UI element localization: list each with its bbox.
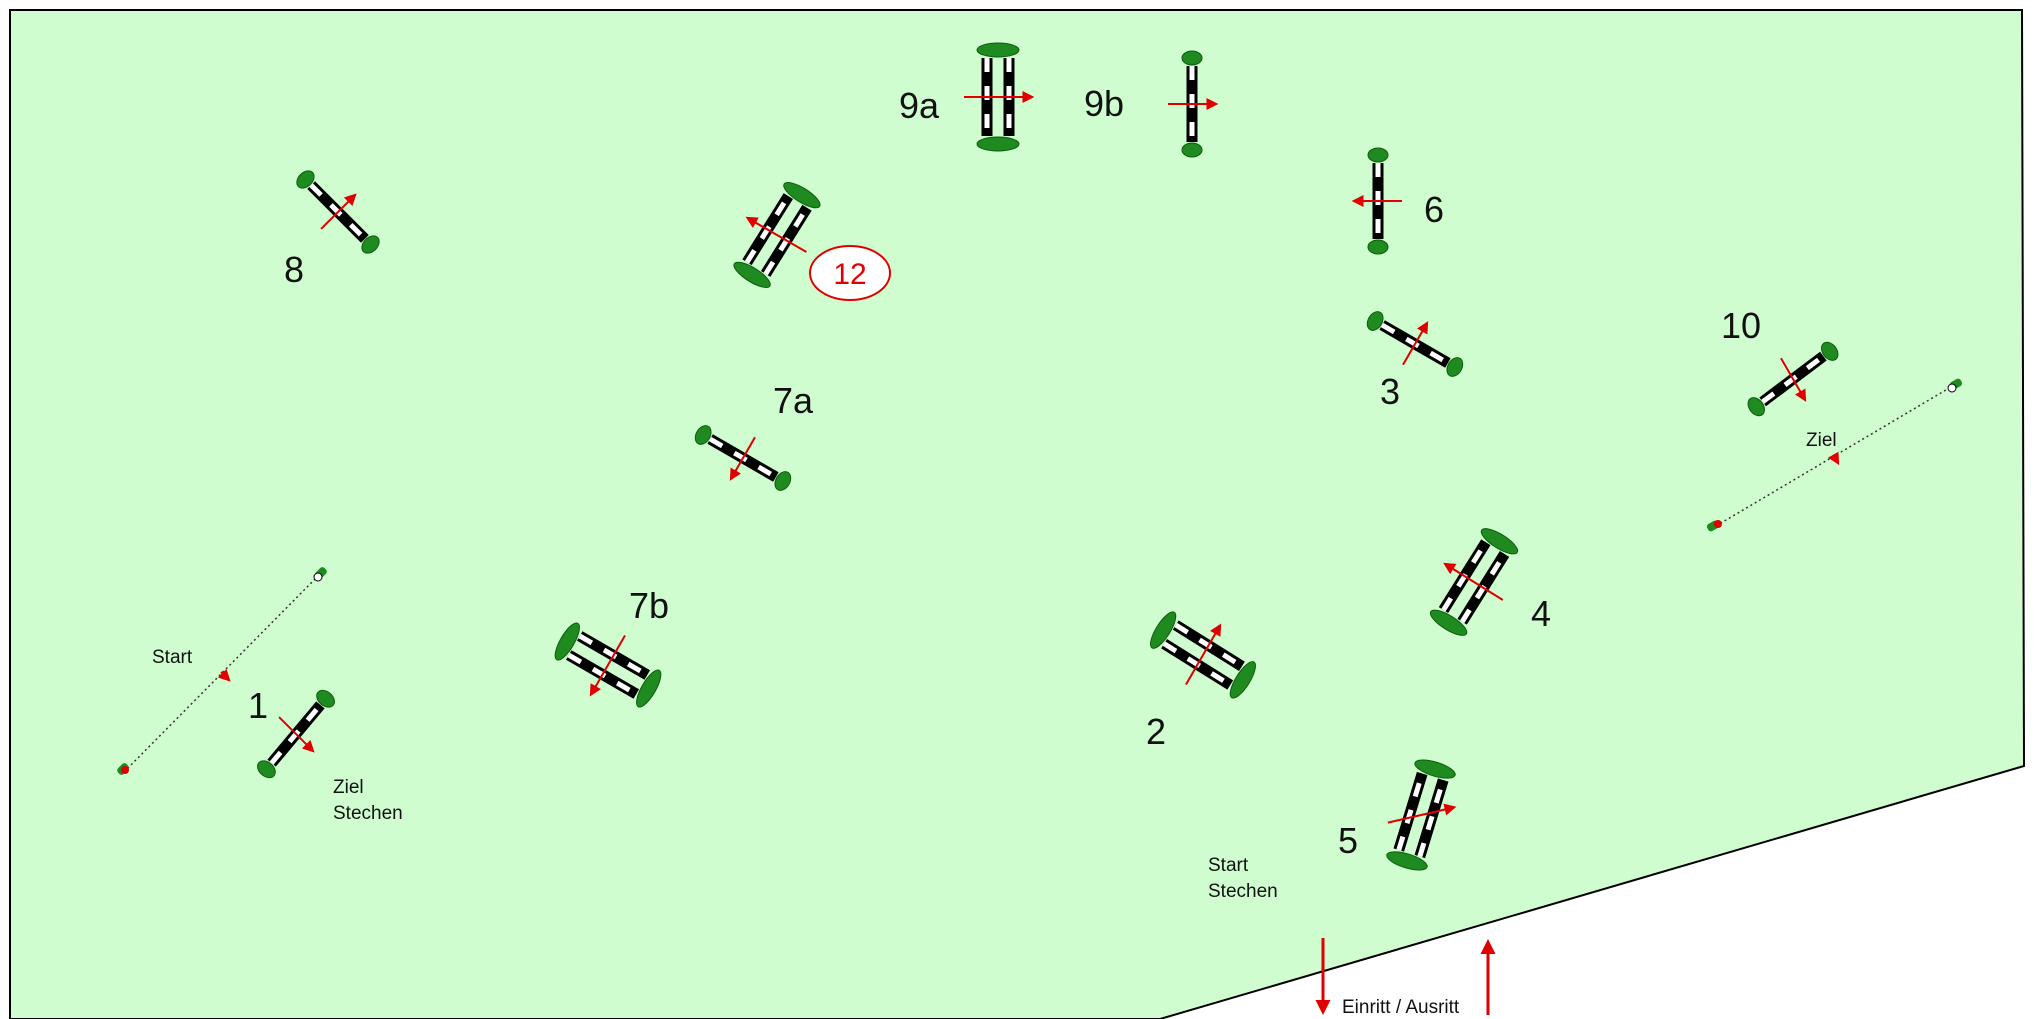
jump-5 xyxy=(1386,759,1456,871)
entrance xyxy=(1315,938,1496,1015)
direction-arrow-icon xyxy=(278,716,315,753)
red-flag-icon xyxy=(1714,520,1722,528)
bush-icon xyxy=(1386,851,1428,871)
obstacle-number-7b: 7b xyxy=(629,585,669,626)
bush-icon xyxy=(1821,341,1839,361)
bush-icon xyxy=(361,235,380,254)
direction-arrow-icon xyxy=(745,216,807,253)
bush-icon xyxy=(636,669,662,708)
bush-icon xyxy=(1747,397,1765,417)
obstacle-number-9b: 9b xyxy=(1084,83,1124,124)
bush-icon xyxy=(1480,528,1519,555)
direction-arrow-icon xyxy=(729,436,756,481)
pole-stripes xyxy=(1417,779,1446,858)
white-flag-icon xyxy=(313,572,323,582)
direction-arrow-icon xyxy=(1185,623,1222,685)
direction-arrow-icon xyxy=(1387,803,1457,824)
entrance-label: Einritt / Ausritt xyxy=(1342,997,1460,1018)
bush-icon xyxy=(1150,611,1177,649)
bush-icon xyxy=(296,170,315,189)
direction-arrow-icon xyxy=(1443,562,1504,601)
pole-stripes xyxy=(1396,772,1425,851)
bush-icon xyxy=(1366,311,1384,331)
obstacle-number-12: 12 xyxy=(833,258,866,291)
start-stechen-label-line1: Start xyxy=(1208,855,1249,876)
obstacle-number-5: 5 xyxy=(1338,820,1358,861)
jumps-layer xyxy=(257,42,1839,871)
ziel-stechen-label-line1: Ziel xyxy=(333,777,364,798)
bush-icon xyxy=(554,622,580,661)
direction-arrow-icon xyxy=(1828,451,1840,466)
direction-arrow-icon xyxy=(320,193,357,230)
finish-line xyxy=(1706,378,1963,532)
bush-icon xyxy=(1181,142,1203,158)
obstacle-12-ring xyxy=(809,245,891,301)
obstacle-number-10: 10 xyxy=(1721,305,1761,346)
start-line xyxy=(117,567,327,775)
obstacle-number-4: 4 xyxy=(1531,593,1551,634)
ziel-label: Ziel xyxy=(1806,430,1837,451)
bush-icon xyxy=(976,42,1020,58)
direction-arrow-icon xyxy=(1402,321,1429,366)
obstacle-number-1: 1 xyxy=(248,685,268,726)
bush-icon xyxy=(257,760,276,779)
bush-icon xyxy=(1429,609,1468,636)
bush-icon xyxy=(1446,357,1464,377)
white-flag-icon xyxy=(1947,383,1957,393)
bush-icon xyxy=(783,182,821,209)
bush-icon xyxy=(1181,50,1203,66)
obstacle-number-9a: 9a xyxy=(899,85,940,126)
start-stechen-label-line2: Stechen xyxy=(1208,881,1278,902)
red-flag-icon xyxy=(121,766,129,774)
obstacle-number-8: 8 xyxy=(284,249,304,290)
bush-icon xyxy=(1229,661,1256,699)
bush-icon xyxy=(1367,239,1389,255)
direction-arrow-icon xyxy=(1780,357,1807,402)
bush-icon xyxy=(774,471,792,491)
bush-icon xyxy=(1367,147,1389,163)
obstacle-number-2: 2 xyxy=(1146,711,1166,752)
start-label: Start xyxy=(152,647,193,668)
bush-icon xyxy=(316,689,335,708)
bush-icon xyxy=(976,136,1020,152)
bush-icon xyxy=(694,425,712,445)
obstacle-number-3: 3 xyxy=(1380,371,1400,412)
obstacle-number-7a: 7a xyxy=(773,380,814,421)
direction-arrow-icon xyxy=(217,668,231,682)
obstacle-number-6: 6 xyxy=(1424,189,1444,230)
bush-icon xyxy=(733,261,771,288)
direction-arrow-icon xyxy=(589,635,626,697)
bush-icon xyxy=(1414,759,1456,779)
ziel-stechen-label-line2: Stechen xyxy=(333,803,403,824)
arena-ground xyxy=(9,9,2026,1019)
